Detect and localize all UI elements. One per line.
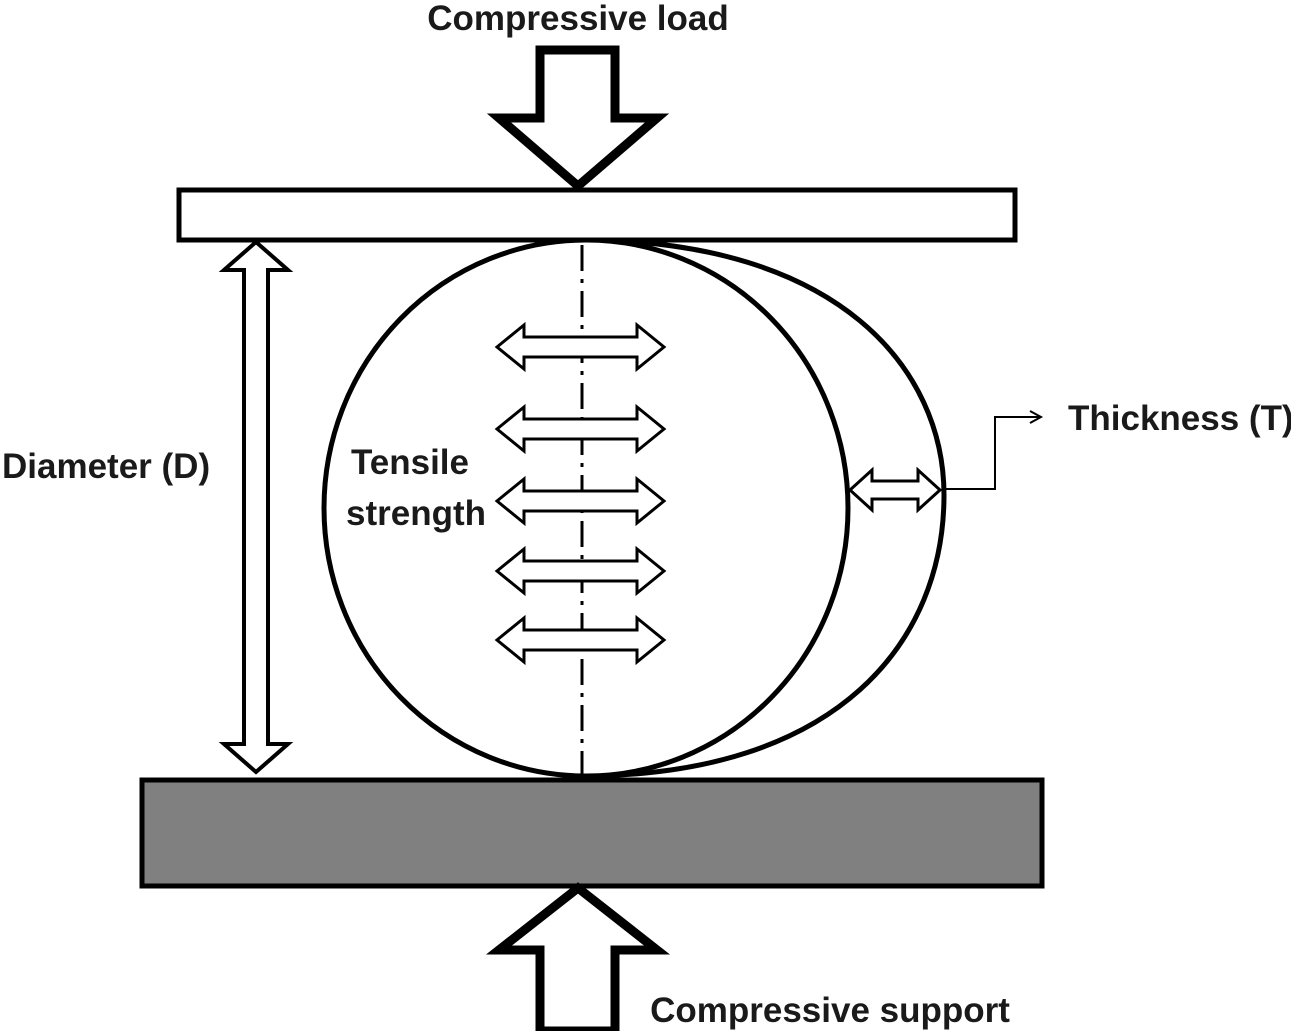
tensile-arrows — [494, 321, 667, 666]
lower-platen — [139, 777, 1045, 889]
tensile-strength-label-line1: Tensile — [351, 443, 469, 482]
thickness-leader-line — [942, 416, 1040, 490]
compressive-load-arrow — [486, 45, 670, 192]
tensile-arrow — [494, 403, 667, 455]
upper-platen — [176, 187, 1018, 243]
tensile-arrow — [494, 321, 667, 373]
diameter-arrow — [218, 239, 294, 775]
tensile-arrow — [494, 614, 667, 666]
tensile-arrow — [494, 545, 667, 597]
compressive-support-label: Compressive support — [650, 991, 1010, 1030]
tensile-arrow — [494, 475, 667, 527]
diameter-label: Diameter (D) — [2, 447, 210, 486]
thickness-arrow — [847, 466, 943, 514]
thickness-leader-arrowhead — [1029, 410, 1044, 424]
tensile-strength-label-line2: strength — [346, 494, 486, 533]
compressive-load-label: Compressive load — [427, 0, 729, 38]
compressive-support-arrow — [485, 882, 671, 1031]
disc-thickness-face — [581, 237, 947, 779]
thickness-label: Thickness (T) — [1068, 399, 1291, 438]
